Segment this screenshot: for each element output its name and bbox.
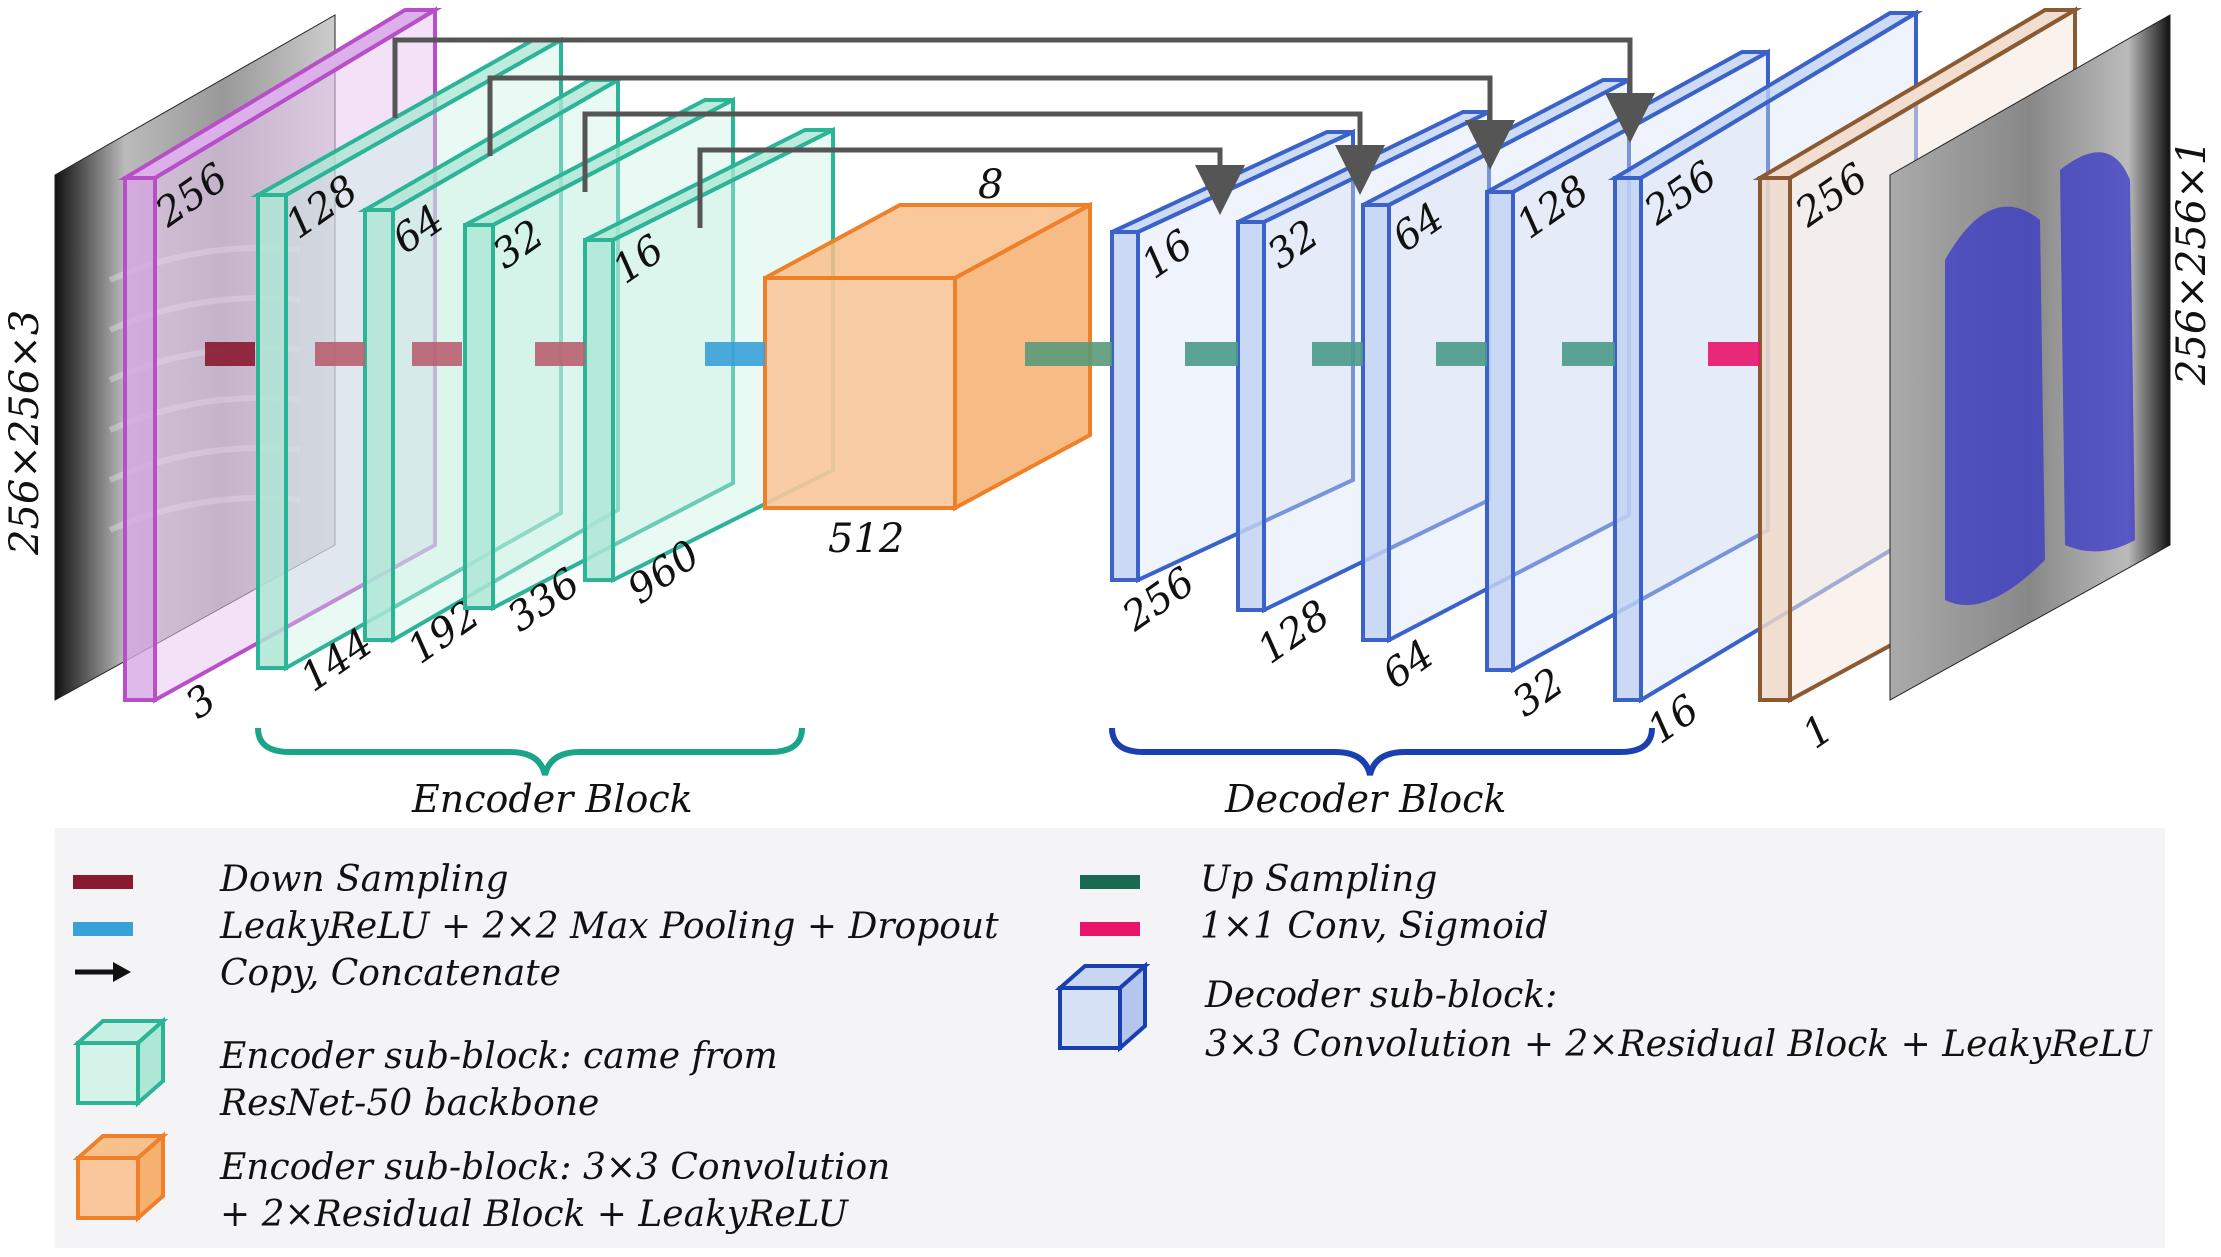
decoder-brace-label: Decoder Block xyxy=(1224,777,1506,821)
legend-encoder-conv-2: + 2×Residual Block + LeakyReLU xyxy=(220,1194,848,1235)
sampling-bar xyxy=(705,342,765,366)
skip-arrow xyxy=(392,37,1655,143)
legend-pooling: LeakyReLU + 2×2 Max Pooling + Dropout xyxy=(220,906,999,947)
encoder-brace-label: Encoder Block xyxy=(411,777,693,821)
encoder-brace xyxy=(255,727,805,776)
sampling-bar xyxy=(1562,342,1615,366)
encoder-slab xyxy=(357,76,626,644)
sampling-bars xyxy=(205,342,1760,366)
sampling-bar xyxy=(412,342,462,366)
legend-encoder-sub-2: ResNet-50 backbone xyxy=(220,1083,600,1124)
legend-up-sampling: Up Sampling xyxy=(1200,859,1438,900)
output-size-label: 256×256×1 xyxy=(2169,140,2215,386)
up-sampling-swatch xyxy=(1080,875,1140,889)
skip-arrow xyxy=(582,111,1385,195)
skip-arrow xyxy=(487,75,1515,170)
output-channels-label: 1 xyxy=(1794,706,1841,758)
decoder-brace xyxy=(1109,727,1655,776)
legend-encoder-sub-1: Encoder sub-block: came from xyxy=(220,1036,778,1077)
legend-copy: Copy, Concatenate xyxy=(220,953,561,994)
sampling-bar xyxy=(1185,342,1238,366)
legend: Down Sampling LeakyReLU + 2×2 Max Poolin… xyxy=(55,828,2165,1248)
legend-down-sampling: Down Sampling xyxy=(220,859,509,900)
sampling-bar xyxy=(1436,342,1487,366)
legend-decoder-sub-2: 3×3 Convolution + 2×Residual Block + Lea… xyxy=(1205,1024,2152,1065)
legend-decoder-sub-1: Decoder sub-block: xyxy=(1205,975,1558,1016)
copy-arrow-icon xyxy=(73,954,133,990)
sampling-bar xyxy=(1312,342,1363,366)
conv-sigmoid-swatch xyxy=(1080,922,1140,936)
sampling-bar xyxy=(1025,342,1112,366)
decoder-cube-icon xyxy=(1054,958,1155,1058)
sampling-bar xyxy=(535,342,585,366)
input-size-label: 256×256×3 xyxy=(2,310,48,556)
sampling-bar xyxy=(1708,342,1760,366)
bottleneck-depth-label: 8 xyxy=(978,162,1003,208)
sampling-bar xyxy=(315,342,365,366)
legend-encoder-conv-1: Encoder sub-block: 3×3 Convolution xyxy=(220,1147,891,1188)
encoder-cube-icon xyxy=(72,1013,173,1113)
bottleneck-channels-label: 512 xyxy=(828,516,904,562)
pooling-swatch xyxy=(73,922,133,936)
bottleneck-cube xyxy=(763,201,1092,512)
skip-connections xyxy=(392,37,1655,228)
legend-conv-sigmoid: 1×1 Conv, Sigmoid xyxy=(1200,906,1549,947)
output-segmented-xray-image xyxy=(1889,14,2171,701)
skip-arrow xyxy=(697,147,1245,228)
sampling-bar xyxy=(205,342,255,366)
bottleneck-cube-icon xyxy=(72,1128,173,1228)
down-sampling-swatch xyxy=(73,875,133,889)
